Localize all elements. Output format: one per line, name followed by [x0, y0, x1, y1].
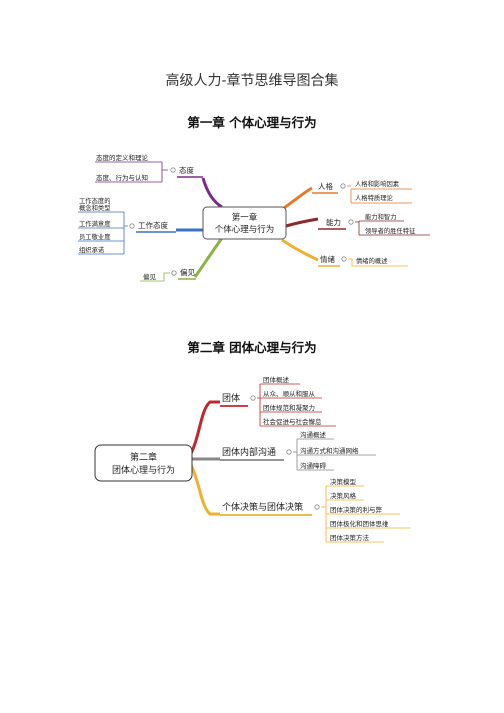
- decision-item-4: 团体极化和团体思维: [330, 519, 389, 528]
- chapter1-center-node: [202, 206, 287, 240]
- branch-ability-label: 能力: [326, 217, 341, 227]
- group-item-2: 从众、顺从和服从: [263, 389, 316, 398]
- emotion-item-1: 情绪的概述: [356, 256, 388, 265]
- chapter2-mindmap: 第二章 团体心理与行为 团体 团体概述 从众、顺从和服从 团体规范和凝聚力 社会…: [94, 375, 410, 543]
- work-attitude-item-1: 概念和类型: [79, 203, 110, 212]
- chapter1-center-line2: 个体心理与行为: [215, 224, 275, 235]
- branch-personality-label: 人格: [318, 181, 333, 191]
- group-item-1: 团体概述: [263, 375, 290, 384]
- bias-item-1: 偏见: [143, 272, 157, 281]
- document-title: 高级人力-章节思维导图合集: [165, 73, 339, 89]
- work-attitude-item-4: 组织承诺: [79, 245, 105, 254]
- branch-group-label: 团体: [222, 392, 240, 404]
- decision-item-1: 决策模型: [330, 477, 357, 486]
- work-attitude-item-2: 工作满意度: [79, 219, 111, 228]
- attitude-item-1: 态度的定义和理论: [96, 153, 149, 162]
- collapse-dot[interactable]: [170, 167, 176, 173]
- communication-item-3: 沟通障碍: [300, 461, 327, 470]
- branch-bias-label: 偏见: [180, 267, 195, 277]
- decision-item-3: 团体决策的利与弊: [330, 505, 383, 514]
- branch-group-line: [186, 400, 220, 460]
- collapse-dot[interactable]: [129, 223, 135, 229]
- collapse-dot[interactable]: [250, 395, 256, 401]
- group-item-3: 团体规范和凝聚力: [263, 403, 315, 412]
- personality-item-1: 人格和影响因素: [355, 179, 399, 188]
- branch-work-attitude-label: 工作态度: [138, 220, 168, 230]
- branch-decision-label: 个体决策与团体决策: [222, 501, 303, 513]
- collapse-dot[interactable]: [314, 504, 320, 510]
- branch-attitude-line: [201, 177, 223, 209]
- collapse-dot[interactable]: [340, 183, 346, 189]
- decision-item-2: 决策风格: [330, 491, 357, 500]
- branch-decision-line: [186, 458, 220, 516]
- chapter2-center-node: [94, 444, 193, 482]
- personality-item-2: 人格特质理论: [355, 193, 393, 202]
- chapter1-heading: 第一章 个体心理与行为: [187, 115, 317, 130]
- branch-bias-line: [193, 237, 224, 278]
- ability-item-1: 能力和智力: [365, 212, 396, 221]
- collapse-dot[interactable]: [286, 449, 292, 455]
- decision-item-5: 团体决策方法: [330, 533, 370, 542]
- chapter2-center-line2: 团体心理与行为: [112, 464, 175, 476]
- branch-ability-line: [285, 217, 319, 228]
- collapse-dot[interactable]: [341, 256, 347, 262]
- work-attitude-item-3: 员工敬业度: [79, 232, 111, 241]
- chapter2-heading: 第二章 团体心理与行为: [187, 340, 317, 355]
- branch-emotion-label: 情绪: [320, 254, 335, 264]
- communication-item-2: 沟通方式和沟通网络: [300, 446, 359, 455]
- chapter1-center-line1: 第一章: [232, 212, 258, 223]
- work-attitude-item-1a: 工作态度的: [79, 196, 110, 205]
- chapter1-mindmap: 第一章 个体心理与行为 态度 态度的定义和理论 态度、行为与认知 工作态度 工作…: [78, 153, 430, 282]
- chapter2-center-line1: 第二章: [130, 451, 157, 463]
- branch-communication-label: 团体内部沟通: [222, 446, 276, 458]
- branch-personality-line: [283, 186, 313, 210]
- communication-item-1: 沟通概述: [300, 430, 327, 439]
- ability-item-2: 领导者的胜任特征: [365, 226, 416, 235]
- attitude-item-2: 态度、行为与认知: [96, 173, 148, 182]
- collapse-dot[interactable]: [348, 219, 354, 225]
- branch-attitude-label: 态度: [179, 165, 194, 175]
- group-item-4: 社会促进与社会懈怠: [263, 417, 322, 426]
- branch-emotion-line: [281, 238, 319, 262]
- collapse-dot[interactable]: [171, 270, 177, 276]
